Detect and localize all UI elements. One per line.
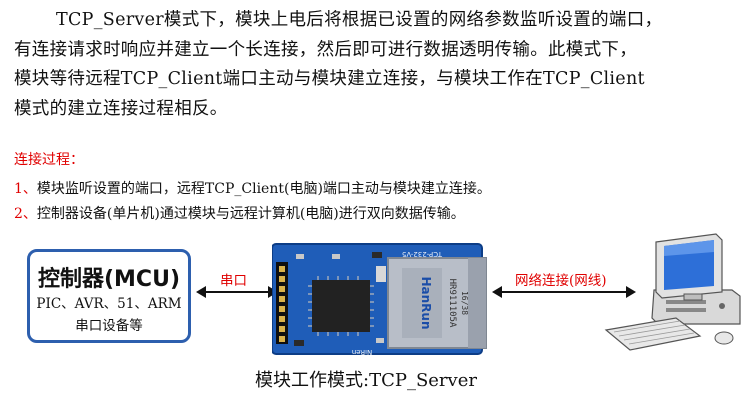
paragraph-line: TCP_Server模式下，模块上电后将根据已设置的网络参数监听设置的端口， (56, 10, 663, 30)
module-board-image: HanRun HR911105A 16/38 TCP-232-V5 NiRen (272, 243, 487, 356)
paragraph-line: 模式的建立连接过程相反。 (14, 98, 228, 119)
network-double-arrow (492, 286, 636, 298)
jack-date-code: 16/38 (460, 291, 469, 315)
paragraph-line: 有连接请求时响应并建立一个长连接，然后即可进行数据透明传输。此模式下， (14, 39, 637, 60)
serial-label: 串口 (220, 273, 247, 289)
intro-paragraph: TCP_Server模式下，模块上电后将根据已设置的网络参数监听设置的端口， 有… (14, 6, 738, 124)
mcu-box: 控制器(MCU) PIC、AVR、51、ARM 串口设备等 (27, 249, 191, 343)
computer-icon (604, 233, 741, 351)
paragraph-line: 模块等待远程TCP_Client端口主动与模块建立连接，与模块工作在TCP_Cl… (14, 69, 645, 89)
step-text: 模块监听设置的端口，远程TCP_Client(电脑)端口主动与模块建立连接。 (36, 181, 491, 197)
step-number: 2、 (14, 206, 37, 222)
process-title: 连接过程： (14, 152, 84, 168)
jack-part-number: HR911105A (447, 279, 457, 328)
diagram-caption: 模块工作模式:TCP_Server (255, 370, 477, 391)
mcu-platforms: PIC、AVR、51、ARM (36, 296, 182, 312)
mcu-serial-devices: 串口设备等 (75, 318, 143, 334)
board-model-label: TCP-232-V5 (402, 250, 443, 258)
step-number: 1、 (14, 181, 37, 197)
board-maker-label: NiRen (352, 348, 372, 356)
step-text: 控制器设备(单片机)通过模块与远程计算机(电脑)进行双向数据传输。 (36, 206, 465, 222)
network-label: 网络连接(网线) (515, 273, 607, 289)
jack-brand-text: HanRun (419, 276, 433, 329)
process-step-2: 2、控制器设备(单片机)通过模块与远程计算机(电脑)进行双向数据传输。 (14, 203, 465, 223)
mcu-title: 控制器(MCU) (37, 267, 180, 292)
process-step-1: 1、模块监听设置的端口，远程TCP_Client(电脑)端口主动与模块建立连接。 (14, 178, 491, 198)
